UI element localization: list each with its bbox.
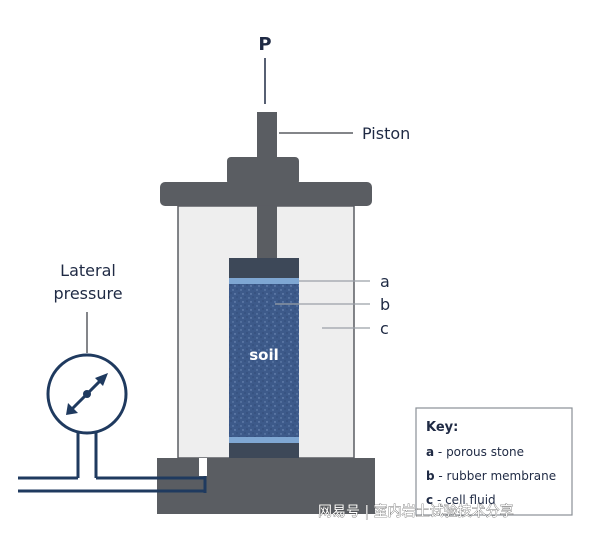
base-notch: [199, 458, 207, 476]
top-cap-collar: [227, 157, 299, 185]
bottom-porous-stone: [229, 437, 299, 443]
label-c: c: [380, 319, 389, 338]
soil-label: soil: [249, 346, 279, 364]
label-a: a: [380, 272, 390, 291]
key-letter-a: a: [426, 445, 434, 459]
key-box: [415, 407, 573, 516]
top-porous-stone: [229, 278, 299, 284]
top-platen: [229, 258, 299, 278]
bottom-platen: [229, 443, 299, 458]
watermark: 网易号 | 室内岩土试验技术分享: [318, 503, 514, 520]
key-text-a: - porous stone: [434, 445, 524, 459]
soil-sample: [229, 284, 299, 437]
load-label: P: [258, 34, 271, 55]
key-letter-c: c: [426, 493, 433, 507]
key-text-c: - cell fluid: [433, 493, 496, 507]
top-cap: [160, 182, 372, 206]
key-item-b: b - rubber membrane: [426, 469, 556, 483]
base-step: [157, 458, 199, 476]
label-b: b: [380, 295, 390, 314]
gauge-pivot: [83, 390, 91, 398]
piston-label: Piston: [362, 124, 410, 143]
key-text-b: - rubber membrane: [435, 469, 557, 483]
gauge-needle-arrowhead: [95, 373, 108, 386]
key-item-a: a - porous stone: [426, 445, 524, 459]
gauge-needle-tail: [66, 403, 78, 415]
lateral-label-line2: pressure: [53, 284, 122, 303]
piston-rod-inner: [257, 206, 277, 258]
key-letter-b: b: [426, 469, 435, 483]
key-item-c: c - cell fluid: [426, 493, 496, 507]
key-title: Key:: [426, 420, 458, 435]
lateral-label-line1: Lateral: [60, 261, 116, 280]
piston-rod-top: [257, 112, 277, 160]
